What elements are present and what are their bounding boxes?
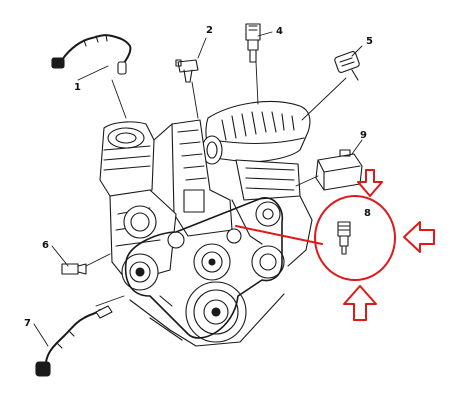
sensor-part-6 [61, 263, 87, 275]
sensor-part-8 [337, 221, 351, 255]
callout-labels: 1 2 4 5 6 7 8 9 [24, 25, 373, 329]
left-arrow [403, 221, 435, 253]
callout-7: 7 [24, 318, 31, 329]
engine-block [99, 100, 313, 347]
harness-part-7 [35, 305, 113, 377]
highlight-pointer-line [235, 225, 323, 245]
sensor-part-4 [245, 23, 261, 63]
callout-9: 9 [360, 130, 367, 141]
module-part-9 [315, 149, 363, 191]
callout-1: 1 [74, 82, 81, 93]
callout-4: 4 [276, 26, 283, 37]
callout-5: 5 [366, 36, 373, 47]
sensor-part-2 [175, 59, 199, 83]
callout-8: 8 [364, 208, 371, 219]
up-arrow [343, 285, 377, 321]
highlight-circle [314, 195, 396, 281]
down-arrow [357, 169, 383, 197]
callout-6: 6 [42, 240, 49, 251]
harness-part-1 [51, 34, 132, 75]
highlight-group [235, 169, 435, 321]
leader-lines [33, 31, 363, 347]
sensor-part-5 [334, 51, 360, 81]
callout-2: 2 [206, 25, 213, 36]
